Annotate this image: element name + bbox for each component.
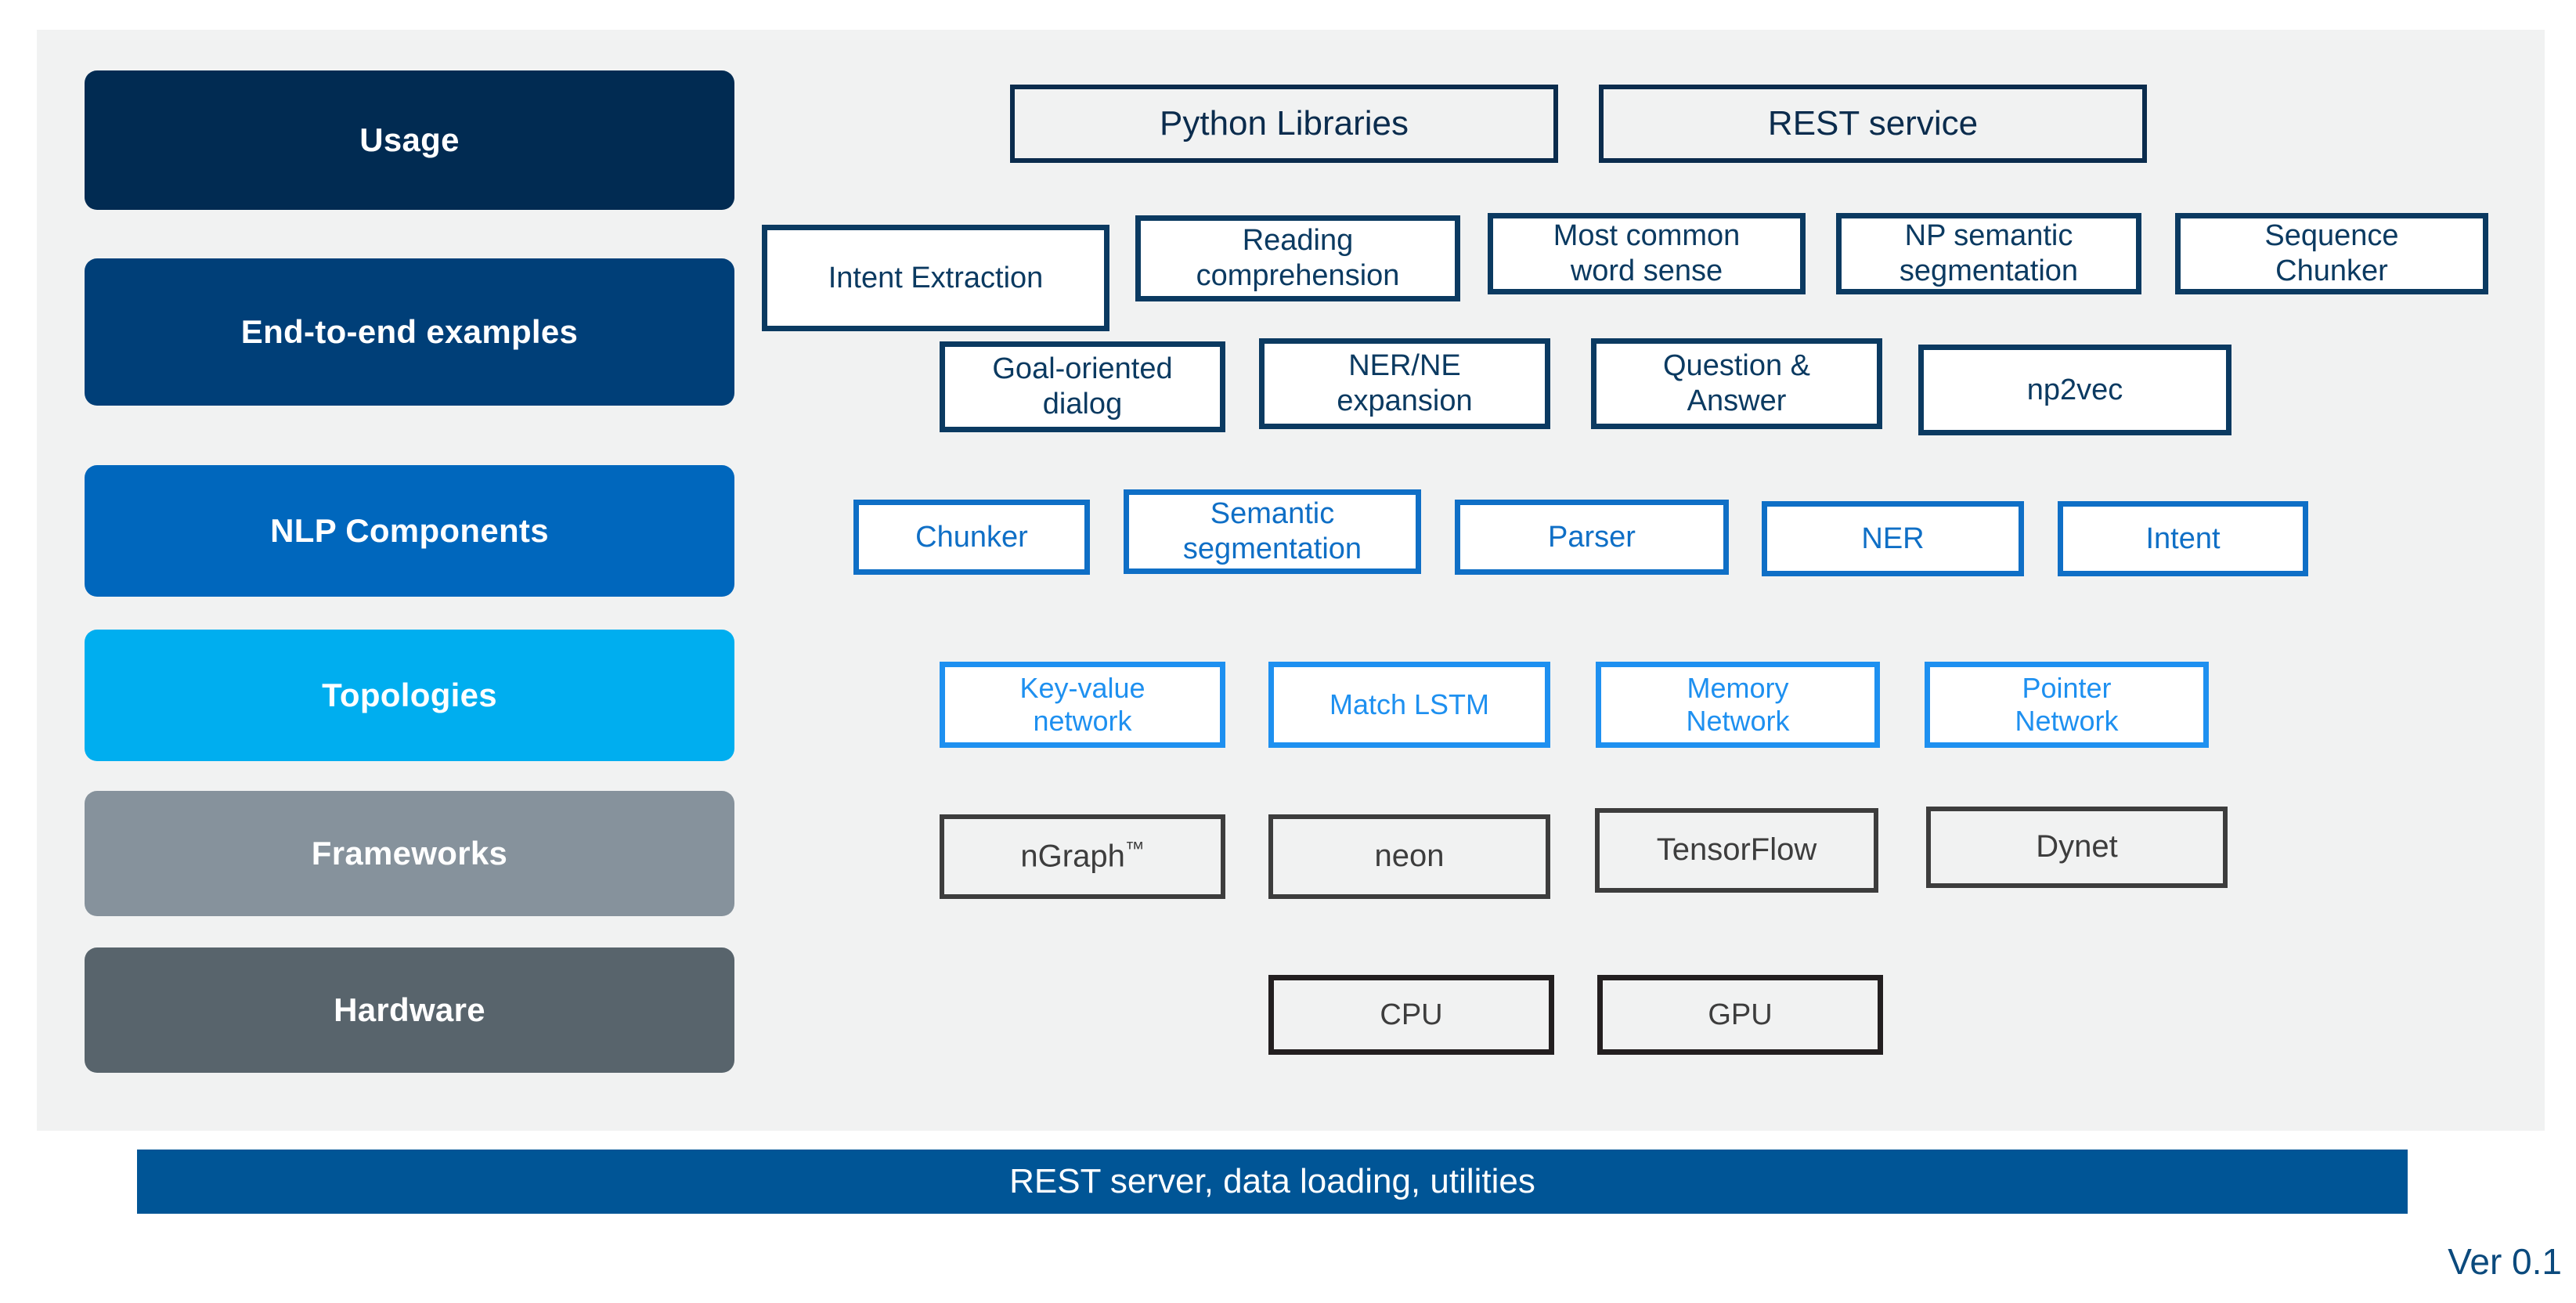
framework-item-label: Dynet [2036,829,2118,864]
nlp-item-box[interactable]: Parser [1455,500,1729,575]
usage-item-label: REST service [1767,104,1979,143]
framework-item-box[interactable]: neon [1268,814,1550,899]
nlp-item-box[interactable]: Chunker [853,500,1090,575]
layer-label-text: End-to-end examples [240,313,579,350]
nlp-item-box[interactable]: NER [1762,501,2024,576]
usage-item-box[interactable]: Python Libraries [1010,85,1558,163]
topo-item-label: Match LSTM [1329,688,1490,720]
framework-item-box[interactable]: nGraph™ [940,814,1225,899]
layer-label-fw: Frameworks [85,791,734,916]
version-label: Ver 0.1 [2448,1241,2562,1282]
layer-label-nlp: NLP Components [85,465,734,597]
hardware-item-box[interactable]: GPU [1597,975,1883,1055]
e2e-item-label: np2vec [2026,373,2123,406]
layer-label-usage: Usage [85,70,734,210]
layer-label-hw: Hardware [85,947,734,1073]
nlp-item-label: Intent [2145,522,2221,555]
layer-label-e2e: End-to-end examples [85,258,734,406]
trademark-icon: ™ [1124,839,1145,861]
e2e-item-box[interactable]: np2vec [1918,345,2231,435]
nlp-item-label: NER [1861,522,1925,555]
e2e-item-box[interactable]: Question &Answer [1591,338,1882,429]
nlp-item-label: Parser [1548,520,1636,554]
framework-item-label: TensorFlow [1656,832,1817,868]
layer-label-text: Frameworks [311,835,508,872]
nlp-item-label: Chunker [915,520,1028,554]
usage-item-label: Python Libraries [1160,104,1409,143]
hardware-item-box[interactable]: CPU [1268,975,1554,1055]
hardware-item-label: GPU [1708,998,1773,1031]
e2e-item-label: Intent Extraction [828,261,1044,294]
footer-bar: REST server, data loading, utilities [137,1150,2408,1214]
framework-item-box[interactable]: Dynet [1926,807,2228,888]
layer-label-text: NLP Components [270,512,549,549]
topo-item-box[interactable]: Match LSTM [1268,662,1550,748]
footer-label: REST server, data loading, utilities [1009,1162,1535,1200]
layer-label-text: Usage [359,121,460,158]
framework-item-box[interactable]: TensorFlow [1595,808,1878,893]
usage-item-box[interactable]: REST service [1599,85,2147,163]
layer-label-topo: Topologies [85,630,734,761]
e2e-item-box[interactable]: Intent Extraction [762,225,1109,331]
layer-label-text: Topologies [322,677,497,713]
layer-label-text: Hardware [334,991,485,1028]
nlp-item-box[interactable]: Intent [2058,501,2308,576]
framework-item-label: nGraph™ [1020,839,1145,874]
framework-item-label: neon [1374,839,1445,874]
e2e-item-label: Question &Answer [1663,349,1810,417]
hardware-item-label: CPU [1380,998,1443,1031]
